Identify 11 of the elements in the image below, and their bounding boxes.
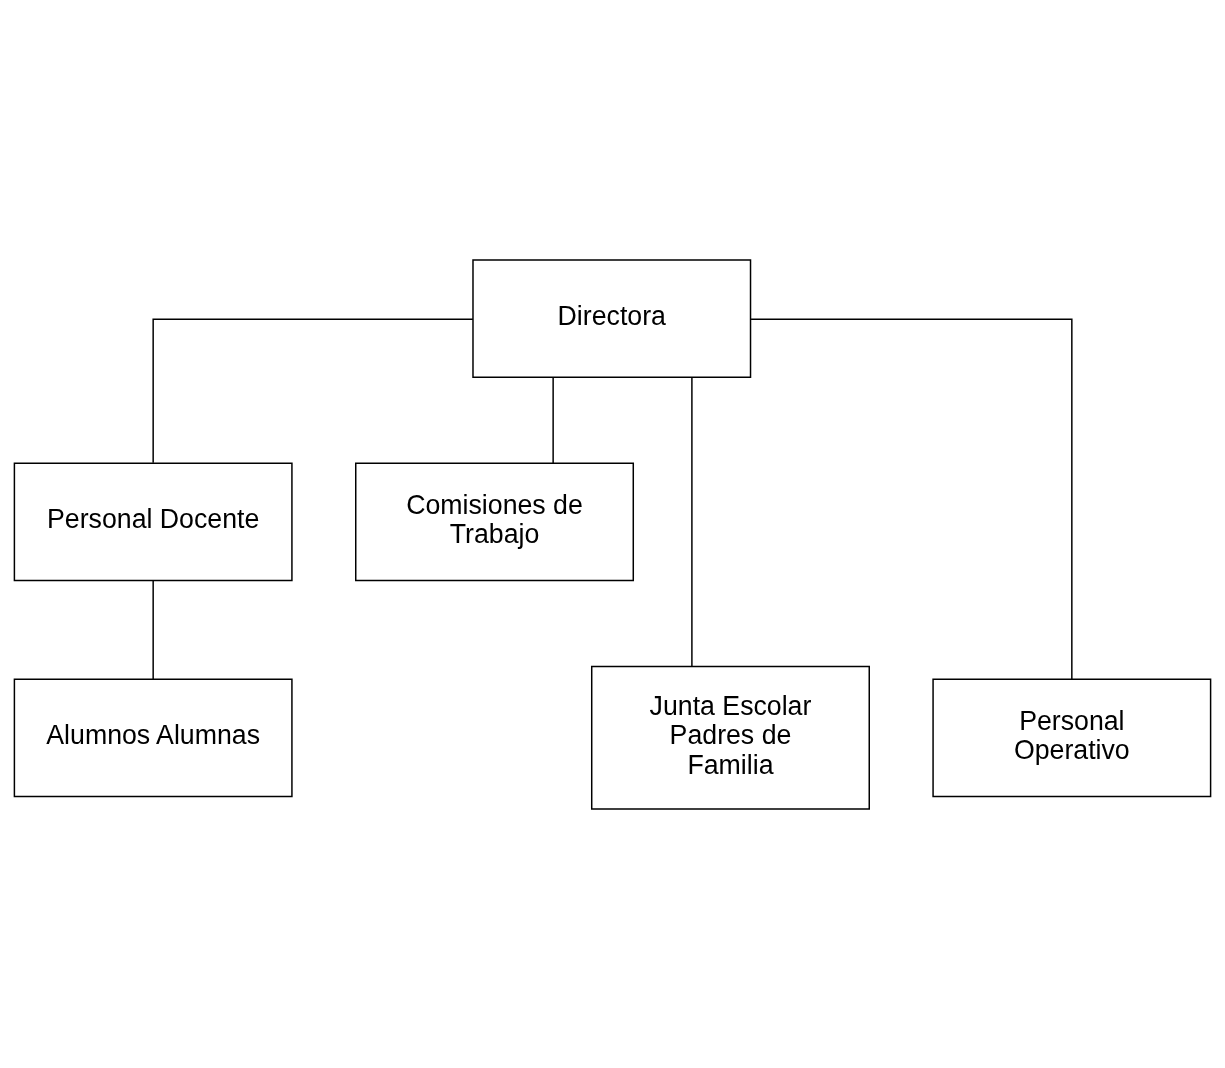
connector	[152, 318, 474, 463]
node-box: Directora	[472, 258, 752, 378]
node-box: Junta Escolar Padres de Familia	[591, 665, 870, 810]
node-box: Alumnos Alumnas	[13, 677, 293, 797]
connector	[152, 579, 154, 680]
node-box: Personal Docente	[13, 462, 293, 581]
node-box: Personal Operativo	[932, 677, 1212, 797]
connector	[750, 318, 1073, 680]
connector	[552, 376, 554, 464]
connector	[691, 376, 693, 667]
node-box: Comisiones de Trabajo	[355, 462, 634, 581]
